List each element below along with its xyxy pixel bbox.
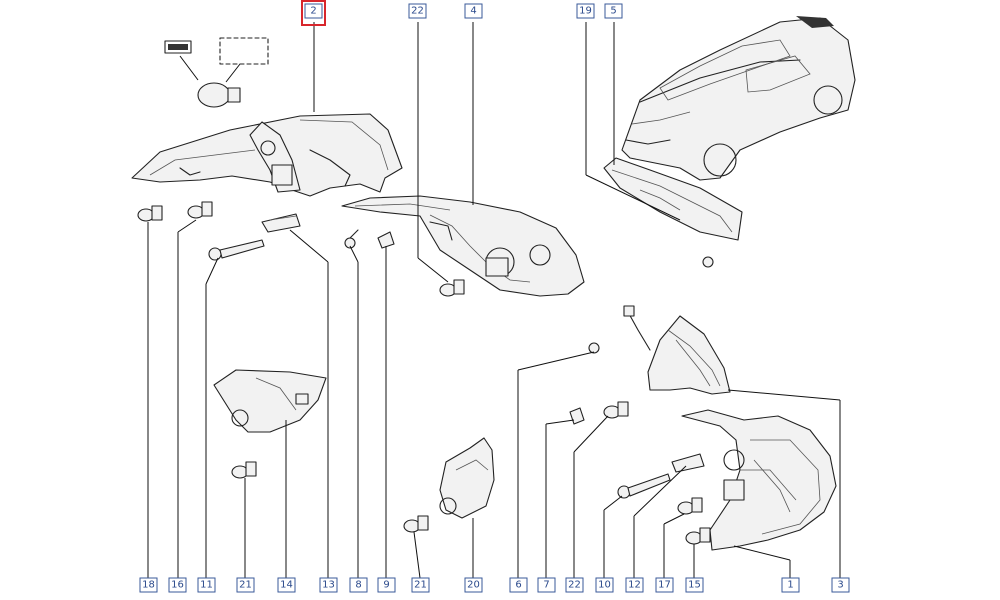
bulb-21-center (403, 515, 429, 533)
callout-9[interactable]: 9 (377, 577, 396, 593)
rear-lamp-3 (623, 305, 731, 395)
clip-small (702, 256, 714, 268)
svg-text:3: 3 (837, 580, 843, 591)
svg-text:9: 9 (383, 580, 389, 591)
callout-21-center[interactable]: 21 (411, 577, 430, 593)
bulb-18 (137, 205, 163, 222)
svg-text:13: 13 (322, 580, 335, 591)
callout-14[interactable]: 14 (277, 577, 296, 593)
bolt-11 (208, 239, 265, 261)
svg-text:22: 22 (411, 6, 424, 17)
callout-6[interactable]: 6 (509, 577, 528, 593)
svg-text:6: 6 (515, 580, 521, 591)
svg-text:5: 5 (610, 6, 616, 17)
reflector-strip (603, 157, 743, 241)
screw-8 (344, 229, 359, 249)
callout-19[interactable]: 19 (576, 3, 595, 19)
svg-text:18: 18 (142, 580, 155, 591)
clip-9 (377, 231, 395, 249)
callout-1[interactable]: 1 (781, 577, 800, 593)
svg-text:12: 12 (628, 580, 641, 591)
fog-lamp-14 (213, 369, 327, 433)
bulb-22-top (439, 279, 465, 297)
callout-22-top[interactable]: 22 (408, 3, 427, 19)
callout-10[interactable]: 10 (595, 577, 614, 593)
bulb-15 (685, 527, 711, 545)
svg-text:10: 10 (598, 580, 611, 591)
svg-text:19: 19 (579, 6, 592, 17)
callout-15[interactable]: 15 (685, 577, 704, 593)
callout-18[interactable]: 18 (139, 577, 158, 593)
svg-text:7: 7 (543, 580, 549, 591)
callout-4[interactable]: 4 (464, 3, 483, 19)
bulb-21-left (231, 461, 257, 479)
bolt-10 (617, 473, 671, 499)
leader-lines (147, 219, 841, 579)
svg-text:22: 22 (568, 580, 581, 591)
svg-text:11: 11 (200, 580, 213, 591)
svg-text:15: 15 (688, 580, 701, 591)
svg-text:1: 1 (787, 580, 793, 591)
fog-lamp-20 (439, 437, 495, 519)
callout-12[interactable]: 12 (625, 577, 644, 593)
bulb-symbol (164, 37, 269, 108)
svg-text:17: 17 (658, 580, 671, 591)
bulb-16 (187, 201, 213, 219)
callout-20[interactable]: 20 (464, 577, 483, 593)
callout-16[interactable]: 16 (168, 577, 187, 593)
svg-text:21: 21 (414, 580, 427, 591)
callout-2[interactable]: 2 (301, 0, 326, 26)
callout-11[interactable]: 11 (197, 577, 216, 593)
bulb-17 (677, 497, 703, 515)
rear-lamp-1 (681, 409, 837, 551)
callout-13[interactable]: 13 (319, 577, 338, 593)
headlamp-4 (341, 195, 585, 297)
car-illustration (621, 16, 856, 181)
selected-highlight (301, 0, 326, 26)
callout-8[interactable]: 8 (349, 577, 368, 593)
callout-7[interactable]: 7 (537, 577, 556, 593)
bulb-22-right (603, 401, 629, 419)
svg-text:14: 14 (280, 580, 293, 591)
callout-22-bottom[interactable]: 22 (565, 577, 584, 593)
callout-3[interactable]: 3 (831, 577, 850, 593)
screw-6 (588, 342, 600, 354)
clip-13 (261, 213, 301, 233)
callout-21-left[interactable]: 21 (236, 577, 255, 593)
svg-text:16: 16 (171, 580, 184, 591)
svg-text:20: 20 (467, 580, 480, 591)
rear-lamp-2 (131, 113, 403, 197)
svg-text:4: 4 (470, 6, 476, 17)
callout-5[interactable]: 5 (604, 3, 623, 19)
svg-text:21: 21 (239, 580, 252, 591)
clip-12 (671, 453, 705, 473)
svg-text:2: 2 (310, 6, 316, 17)
clip-7 (569, 407, 585, 425)
callout-17[interactable]: 17 (655, 577, 674, 593)
svg-text:8: 8 (355, 580, 361, 591)
